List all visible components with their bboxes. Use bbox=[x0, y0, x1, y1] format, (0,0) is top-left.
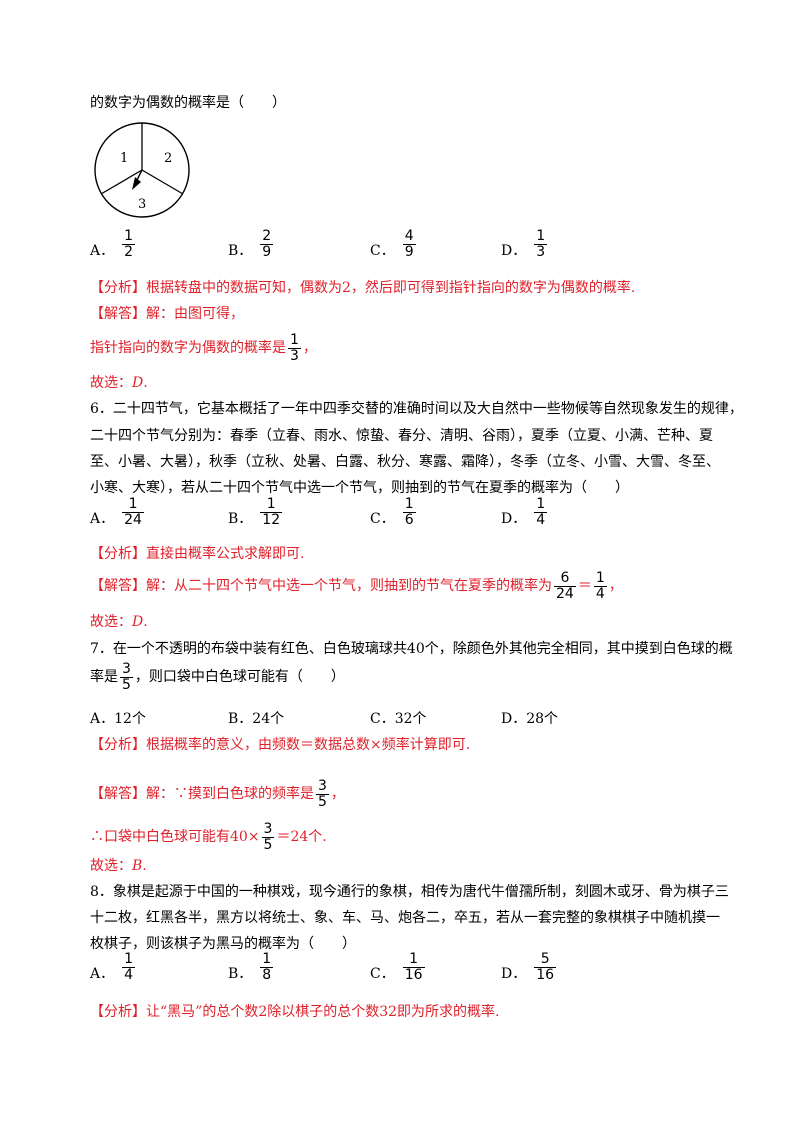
q6-stem-line2: 二十四个节气分别为：春季（立春、雨水、惊蛰、春分、清明、谷雨），夏季（立夏、小满… bbox=[90, 428, 713, 444]
q7-stem-line1: 7．在一个不透明的布袋中装有红色、白色玻璃球共40个，除颜色外其他完全相同，其中… bbox=[90, 641, 733, 657]
q8-stem-line2: 十二枚，红黑各半，黑方以将统士、象、车、马、炮各二，卒五，若从一套完整的象棋棋子… bbox=[90, 910, 720, 926]
q6-stem-line1: 6．二十四节气，它基本概括了一年中四季交替的准确时间以及大自然中一些物候等自然现… bbox=[90, 401, 743, 417]
spinner-label-2: 2 bbox=[164, 151, 172, 166]
spinner-label-1: 1 bbox=[120, 151, 128, 166]
q8-stem-line3: 枚棋子，则该棋子为黑马的概率为（ ） bbox=[90, 936, 356, 952]
q5-choice: 故选：D. bbox=[90, 375, 148, 391]
q8-analysis: 【分析】让“黑马”的总个数2除以棋子的总个数32即为所求的概率. bbox=[90, 1004, 500, 1020]
q7-choice: 故选：B. bbox=[90, 858, 147, 874]
spinner-diagram: 1 2 3 bbox=[94, 122, 190, 218]
q7-option-d[interactable]: D．28个 bbox=[501, 711, 559, 727]
q7-option-a[interactable]: A．12个 bbox=[90, 711, 146, 727]
q5-analysis: 【分析】根据转盘中的数据可知，偶数为2，然后即可得到指针指向的数字为偶数的概率. bbox=[90, 280, 636, 296]
q7-option-b[interactable]: B．24个 bbox=[228, 711, 285, 727]
q8-stem-line1: 8．象棋是起源于中国的一种棋戏，现今通行的象棋，相传为唐代牛僧孺所制，刻圆木或牙… bbox=[90, 884, 729, 900]
q5-answer: 【解答】解：由图可得， bbox=[90, 306, 244, 322]
q6-stem-line4: 小寒、大寒），若从二十四个节气中选一个节气，则抽到的节气在夏季的概率为（ ） bbox=[90, 480, 629, 496]
q6-stem-line3: 至、小暑、大暑），秋季（立秋、处暑、白露、秋分、寒露、霜降），冬季（立冬、小雪、… bbox=[90, 454, 720, 470]
q7-analysis: 【分析】根据概率的意义，由频数＝数据总数×频率计算即可. bbox=[90, 737, 471, 753]
pointer-arrow-icon bbox=[132, 177, 141, 190]
q6-analysis: 【分析】直接由概率公式求解即可. bbox=[90, 546, 305, 562]
q7-option-c[interactable]: C．32个 bbox=[370, 711, 427, 727]
q5-stem-tail: 的数字为偶数的概率是（ ） bbox=[90, 95, 286, 111]
spinner-label-3: 3 bbox=[138, 197, 146, 212]
q6-choice: 故选：D. bbox=[90, 614, 148, 630]
